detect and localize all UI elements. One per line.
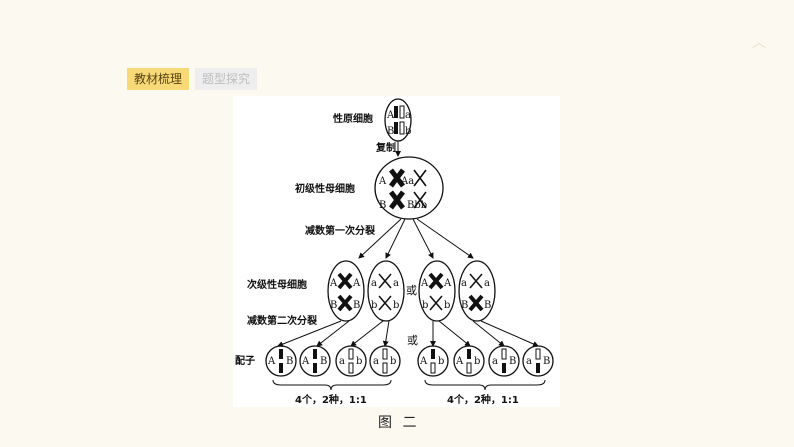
gamete-cell: a b [335,345,367,377]
gene-label: a [371,278,377,289]
secondary-cell: a a B B [458,260,496,322]
gene-label: B [387,126,394,137]
gene-label: b [405,126,411,137]
gene-label: B [379,200,386,211]
gene-label: A [455,356,464,367]
summary-right: 4个，2种，1:1 [447,393,519,406]
gene-label: A [267,356,276,367]
label-or: 或 [406,284,417,297]
gamete-cell: A b [453,345,485,377]
gamete-cell: a B [522,345,554,377]
primary-cell: A Aa B Bbb [374,156,444,220]
gene-label: B [330,300,337,311]
gene-label: a [373,356,379,367]
label-secondary-cell: 次级性母细胞 [247,278,307,291]
primordial-cell: A a B b [384,98,412,142]
label-replication: 复制 [375,141,396,154]
gene-label: b [393,300,399,311]
gene-label: A [301,356,310,367]
gamete-cell: A B [299,345,331,377]
gene-label: B [286,356,293,367]
gamete-cell: a B [488,345,520,377]
gene-label: b [444,300,450,311]
label-primordial-cell: 性原细胞 [332,112,373,125]
tab-question-exploration[interactable]: 题型探究 [195,68,258,90]
gene-label: A [419,356,428,367]
gene-label: b [422,300,428,311]
gamete-cell: A b [417,345,449,377]
gene-label: A [443,278,452,289]
gene-label: B [543,356,550,367]
gene-label: B [320,356,327,367]
summary-left: 4个，2种，1:1 [295,393,367,406]
gene-label: B [509,356,516,367]
meiosis-diagram: A a B b 性原细胞 复制 A Aa B Bbb 初级性母细胞 减数第一次分… [233,96,560,407]
gene-label: b [371,300,377,311]
gene-label: B [461,300,468,311]
secondary-cell: a a b b [367,260,405,322]
label-or: 或 [407,334,418,347]
label-meiosis-1: 减数第一次分裂 [305,224,375,237]
label-primary-cell: 初级性母细胞 [295,182,355,195]
gene-label: B [353,300,360,311]
gene-label: b [356,356,362,367]
gamete-cell: A B [265,345,297,377]
gene-label: Bbb [407,200,427,211]
tab-bar: 教材梳理 题型探究 [127,68,258,90]
collapse-chevron-icon[interactable]: ︿ [752,35,766,51]
gene-label: A [420,278,429,289]
figure-caption: 图 二 [378,415,420,431]
gene-label: a [461,278,467,289]
tab-textbook-review[interactable]: 教材梳理 [127,68,190,90]
gene-label: a [484,278,490,289]
gene-label: b [474,356,480,367]
gene-label: Aa [400,176,414,187]
gene-label: B [484,300,491,311]
gamete-cell: a b [369,345,401,377]
gene-label: b [390,356,396,367]
gene-label: a [339,356,345,367]
gene-label: a [526,356,532,367]
gene-label: b [438,356,444,367]
secondary-cell: A A b b [418,260,456,322]
gene-label: a [492,356,498,367]
label-gamete: 配子 [235,355,255,367]
gene-label: A [378,176,387,187]
label-meiosis-2: 减数第二次分裂 [247,314,317,327]
gene-label: A [386,110,395,121]
secondary-cell: A A B B [327,260,365,322]
gene-label: A [352,278,361,289]
gene-label: a [393,278,399,289]
gene-label: A [329,278,338,289]
gene-label: a [405,110,411,121]
